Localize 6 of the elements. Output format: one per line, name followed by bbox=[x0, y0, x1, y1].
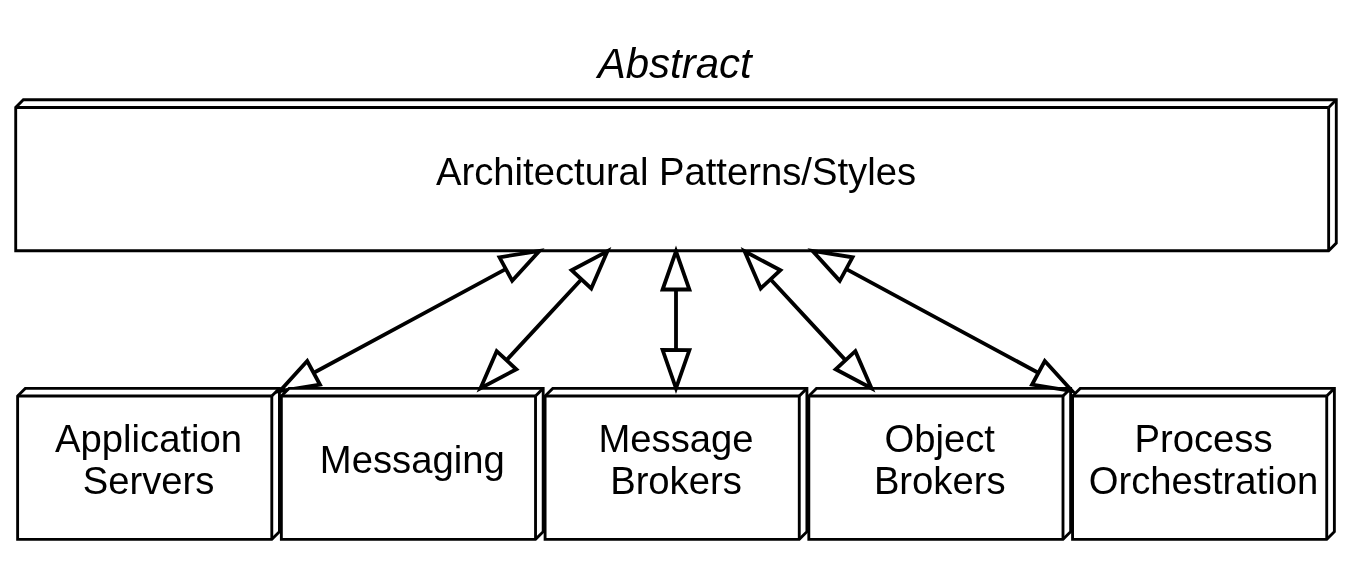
arrow bbox=[740, 246, 876, 392]
arrow bbox=[274, 247, 545, 394]
arrow bbox=[807, 247, 1078, 394]
arrow bbox=[659, 245, 693, 394]
diagram-title: Abstract bbox=[597, 39, 752, 87]
arrow bbox=[476, 246, 612, 392]
